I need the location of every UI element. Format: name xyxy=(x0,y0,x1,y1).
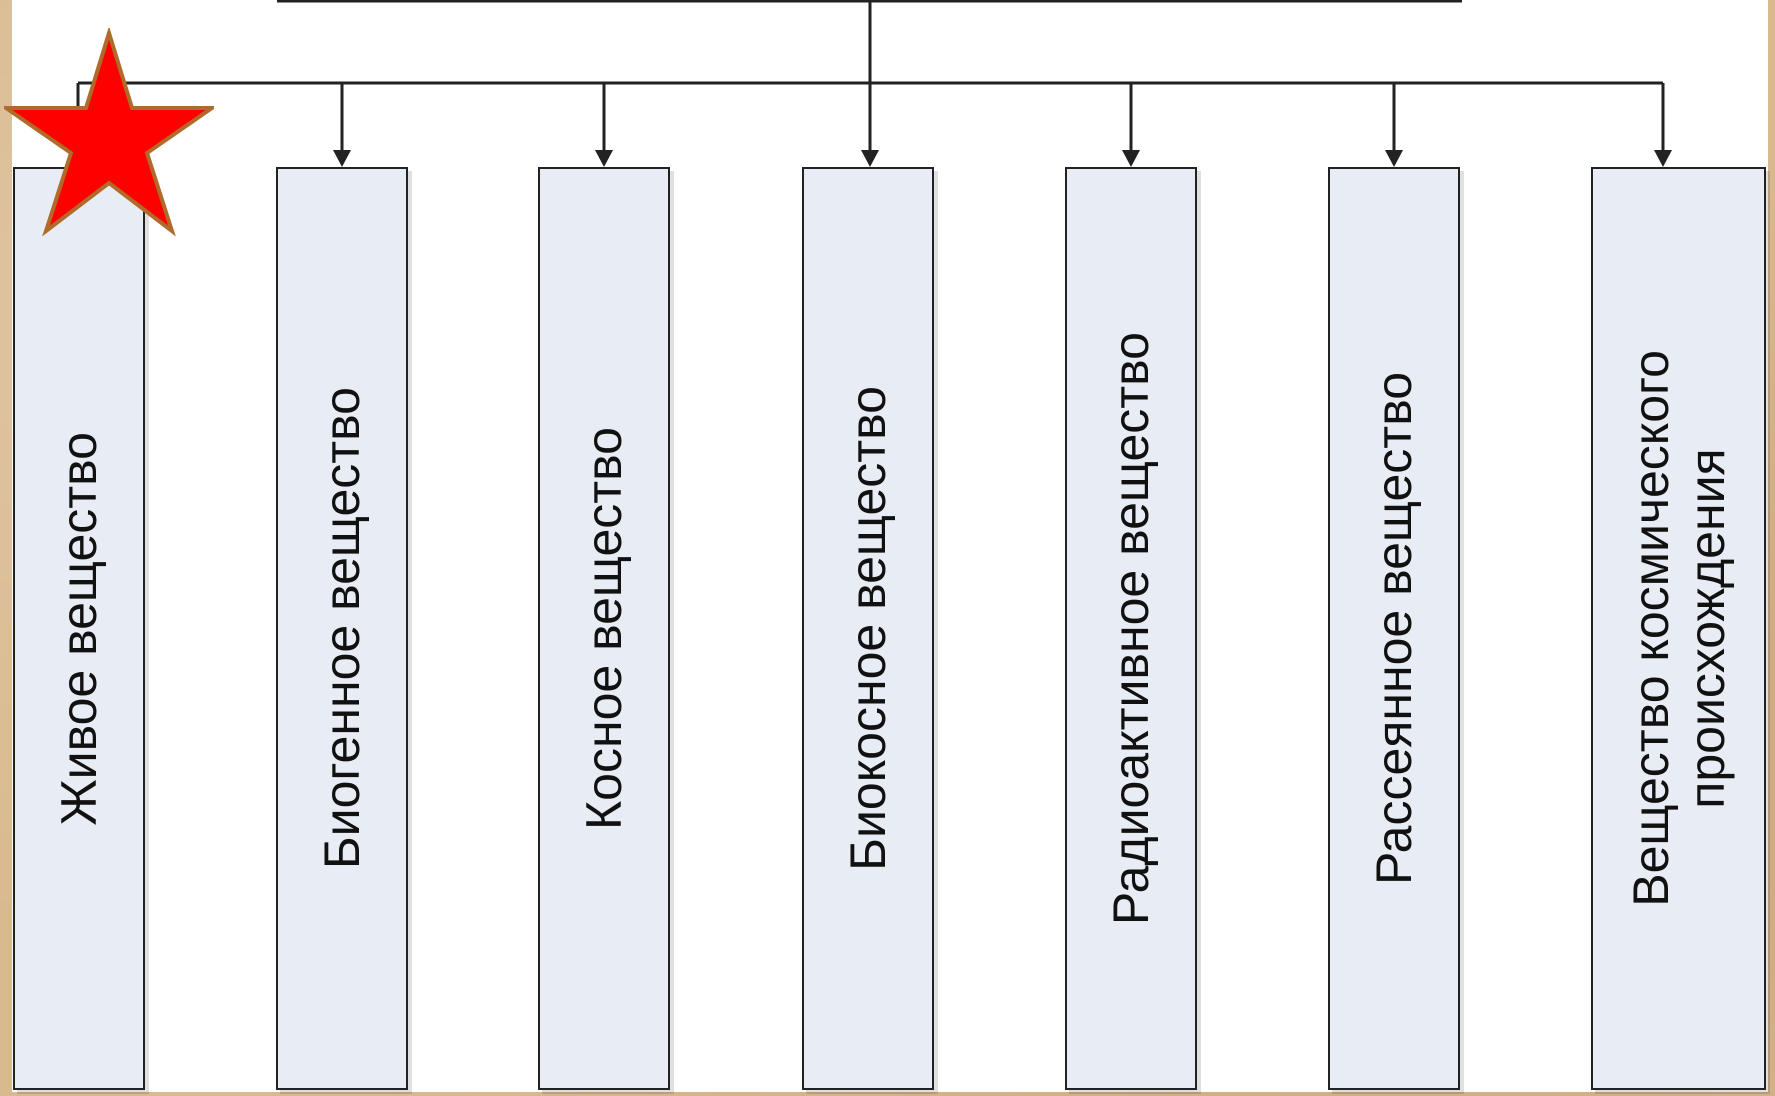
arrowhead-1 xyxy=(333,150,351,167)
category-label-cosmic: Вещество космического происхождения xyxy=(1622,350,1735,907)
arrowhead-6 xyxy=(1654,150,1672,167)
category-box-living: Живое вещество xyxy=(13,167,145,1090)
category-box-cosmic: Вещество космического происхождения xyxy=(1591,167,1766,1090)
arrowhead-3 xyxy=(861,150,879,167)
category-box-biogenic: Биогенное вещество xyxy=(276,167,408,1090)
category-box-dispersed: Рассеянное вещество xyxy=(1328,167,1460,1090)
arrowhead-5 xyxy=(1385,150,1403,167)
category-label-radioactive: Радиоактивное вещество xyxy=(1103,331,1159,926)
category-label-biogenic: Биогенное вещество xyxy=(314,387,370,870)
star-icon xyxy=(4,28,214,237)
category-label-living: Живое вещество xyxy=(51,431,107,826)
connector-lines xyxy=(69,0,1672,167)
category-label-inert: Косное вещество xyxy=(576,427,632,830)
category-box-radioactive: Радиоактивное вещество xyxy=(1065,167,1197,1090)
category-label-dispersed: Рассеянное вещество xyxy=(1366,371,1422,885)
category-label-bioinert: Биокосное вещество xyxy=(840,386,896,871)
category-box-bioinert: Биокосное вещество xyxy=(802,167,934,1090)
diagram-canvas: Живое вещество Биогенное вещество Косное… xyxy=(12,0,1768,1092)
arrowhead-4 xyxy=(1122,150,1140,167)
arrowhead-2 xyxy=(595,150,613,167)
category-box-inert: Косное вещество xyxy=(538,167,670,1090)
